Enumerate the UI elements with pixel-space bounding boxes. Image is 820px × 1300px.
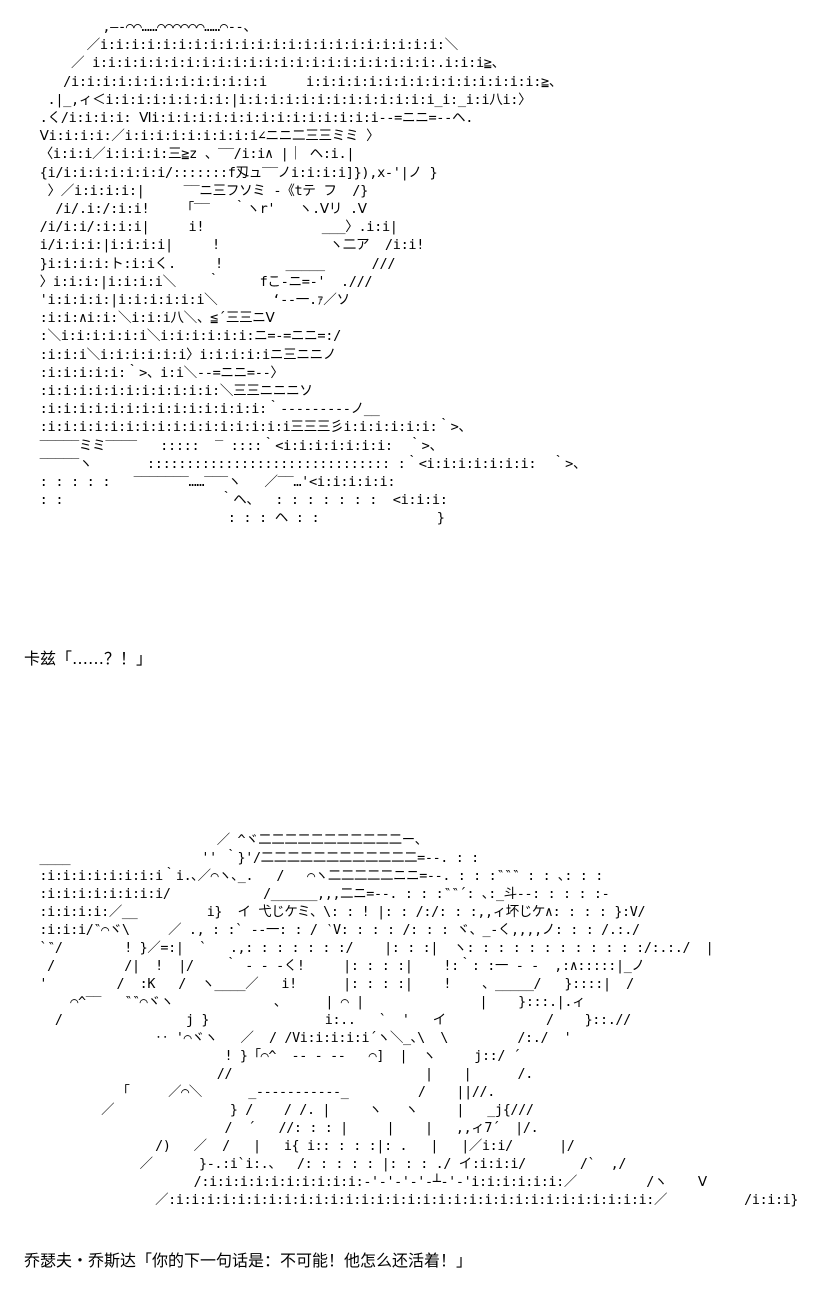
manga-panel-joseph: ／ ^ヾ二二二二二二二二二二二ー、 ____ '' ｀}'/二二二二二二二二二二…: [24, 832, 804, 1282]
ascii-art-kaz-portrait: ,–‐⌒⌒……⌒⌒⌒⌒⌒⌒……⌒‐-、 ／i:i:i:i:i:i:i:i:i:i…: [39, 19, 587, 527]
dialogue-caption-joseph: 乔瑟夫・乔斯达「你的下一句话是：不可能！他怎么还活着！」: [24, 1251, 473, 1270]
ascii-art-joseph-portrait: ／ ^ヾ二二二二二二二二二二二ー、 ____ '' ｀}'/二二二二二二二二二二…: [39, 833, 799, 1208]
dialogue-caption-kaz: 卡兹「……？！」: [24, 649, 153, 668]
manga-panel-kaz: ,–‐⌒⌒……⌒⌒⌒⌒⌒⌒……⌒‐-、 ／i:i:i:i:i:i:i:i:i:i…: [24, 18, 804, 698]
